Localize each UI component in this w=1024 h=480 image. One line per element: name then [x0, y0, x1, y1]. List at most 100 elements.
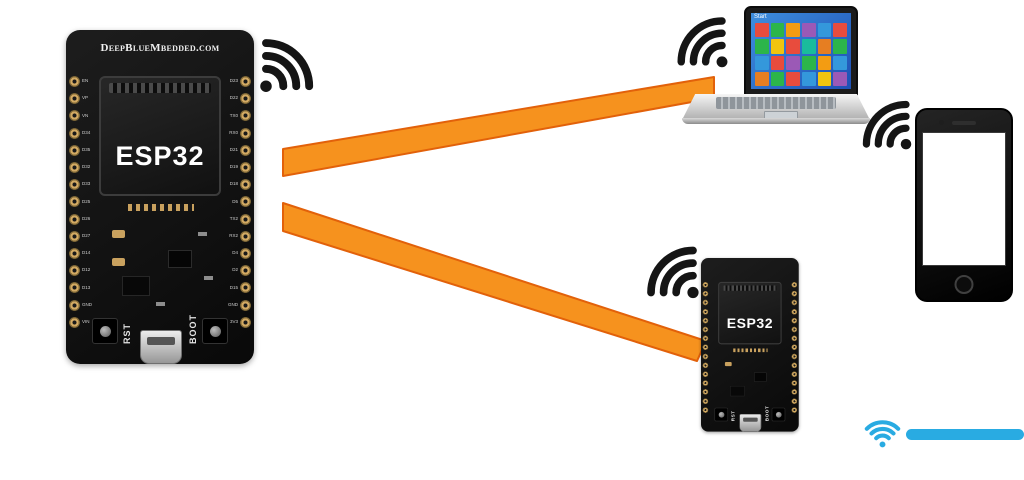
pin-label: D13	[82, 284, 91, 290]
pin-hole	[69, 299, 80, 311]
wifi-beam-esp32-to-laptop	[282, 76, 715, 177]
micro-usb-port	[140, 330, 182, 364]
start-screen-tile	[833, 55, 847, 70]
laptop-keyboard	[716, 97, 836, 109]
phone-speaker	[952, 121, 976, 125]
start-screen-tile	[817, 55, 832, 70]
pin: D5	[228, 196, 251, 208]
pin-hole	[240, 179, 251, 191]
pin-hole	[791, 290, 798, 297]
chip-label: ESP32	[726, 315, 774, 332]
pin-label: EN	[82, 78, 89, 84]
start-screen-tile	[833, 23, 847, 38]
antenna-strip	[109, 83, 211, 93]
pin-hole	[240, 265, 251, 277]
pin-label: D35	[82, 147, 91, 153]
micro-usb-port	[739, 414, 762, 432]
voltage-regulator	[730, 385, 745, 397]
pin	[702, 290, 710, 297]
pin: GND	[228, 299, 251, 311]
pin: RX0	[228, 127, 251, 139]
pin-label: D23	[229, 78, 238, 84]
pin: D18	[228, 179, 251, 191]
pin	[702, 407, 710, 413]
pin-label: RX2	[229, 233, 238, 239]
ic-chip	[754, 372, 767, 382]
pin-hole	[240, 299, 251, 311]
win8-start-screen: Start	[751, 13, 851, 89]
pin-label: VP	[82, 95, 89, 101]
pin-label: D27	[82, 233, 91, 239]
pin-hole	[69, 93, 80, 105]
board-brand: DeepBlueMbedded.com	[100, 42, 220, 54]
pin	[702, 371, 710, 378]
pin-label: RX0	[229, 129, 238, 135]
start-screen-tile	[770, 39, 785, 54]
pin-label: D25	[82, 198, 91, 204]
pin-label: D4	[232, 250, 238, 256]
start-screen-tile	[770, 23, 785, 38]
solder-pads	[128, 204, 194, 211]
boot-button-label: BOOT	[188, 314, 198, 344]
pin	[702, 299, 710, 306]
start-screen-tile	[755, 39, 769, 54]
pin: D2	[228, 265, 251, 277]
pin-label: VN	[82, 112, 89, 118]
pin-hole	[240, 213, 251, 225]
pin: D25	[69, 196, 92, 208]
chip-label: ESP32	[115, 141, 205, 171]
start-screen-tile	[755, 71, 769, 86]
pin-label: 3V3	[229, 319, 238, 325]
pin: D23	[228, 76, 251, 87]
pin-hole	[791, 362, 798, 369]
pin-label: D32	[82, 164, 91, 170]
start-screen-tile	[786, 55, 800, 70]
pin	[702, 362, 710, 369]
pin-hole	[702, 371, 709, 378]
laptop: Start	[682, 6, 870, 124]
pin-label: D22	[229, 95, 238, 101]
pin-hole	[791, 308, 798, 315]
resistor	[156, 302, 165, 306]
start-screen-tile	[802, 39, 816, 54]
pin	[790, 299, 798, 306]
pin-hole	[69, 248, 80, 260]
pin-hole	[791, 326, 798, 333]
start-screen-tile	[817, 71, 832, 86]
pin	[702, 380, 710, 387]
capacitor	[724, 362, 732, 367]
pin: D4	[228, 248, 251, 260]
pin-hole	[702, 344, 709, 351]
laptop-body	[682, 94, 870, 120]
reset-button-label: RST	[122, 323, 132, 344]
esp32-board-small-pcb: ESP32 RST BOOT	[701, 258, 799, 432]
start-screen-tile	[817, 39, 832, 54]
pin-hole	[702, 398, 709, 404]
pin-hole	[240, 93, 251, 105]
pin-hole	[791, 353, 798, 360]
capacitor	[112, 230, 125, 238]
pin-label: D5	[232, 198, 238, 204]
start-screen-tile	[786, 23, 800, 38]
pin	[790, 308, 798, 315]
pin: D14	[69, 248, 92, 260]
pin-hole	[69, 144, 80, 156]
pin-hole	[791, 398, 798, 404]
pin: D34	[69, 127, 92, 139]
pin: D21	[228, 144, 251, 156]
start-label: Start	[754, 14, 767, 20]
pin	[702, 353, 710, 360]
pin-hole	[69, 162, 80, 174]
boot-button-label: BOOT	[764, 405, 770, 422]
reset-button-label: RST	[730, 410, 736, 422]
pin: VN	[69, 110, 92, 122]
pin-hole	[702, 281, 709, 288]
boot-button	[771, 407, 786, 422]
pin-hole	[240, 110, 251, 122]
start-screen-tile	[802, 55, 816, 70]
pin-hole	[791, 344, 798, 351]
pin	[790, 335, 798, 342]
pin-hole	[791, 299, 798, 306]
pin-hole	[69, 316, 80, 328]
